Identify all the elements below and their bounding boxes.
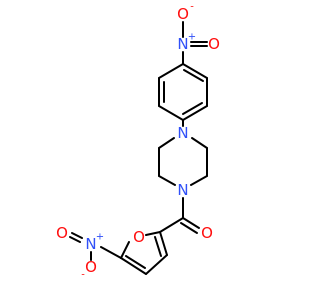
atom-labels: O - N + O N N O O O N + O - [56, 2, 220, 281]
bond-benzene-4 [158, 105, 184, 121]
bond-pip-3 [190, 175, 208, 186]
atom-top-nitro-o-right: O [208, 35, 220, 53]
bond-pip-6 [158, 137, 175, 149]
bond-benzene-3-inner [182, 102, 203, 115]
bond-furan-o-c2 [145, 231, 161, 236]
bond-furan-c4-c5-inner [125, 255, 146, 269]
bond-furan-c5-o [120, 241, 130, 259]
bond-furan-c5-nitro-n [100, 246, 122, 259]
bond-benzene-1 [182, 63, 208, 79]
bond-furan-c2-c3-inner [154, 236, 162, 257]
molecule-diagram: O - N + O N N O O O N + O - [56, 2, 220, 281]
charge-top-nitro-o-up: - [190, 2, 194, 13]
atom-piperazine-n-bottom: N [177, 181, 188, 199]
atom-furan-o: O [133, 228, 145, 246]
atom-top-nitro-o-up: O [177, 5, 189, 23]
bond-benzene-6 [158, 63, 184, 79]
charge-bottom-nitro-o-down: - [81, 270, 85, 281]
bond-furan-c3-c4 [145, 254, 168, 275]
bond-benzene-1-inner [183, 69, 204, 82]
atom-bottom-nitro-n: N [85, 235, 96, 253]
atom-carbonyl-o: O [201, 224, 213, 242]
atom-top-nitro-n: N [177, 35, 188, 53]
bond-nitro-n-o-left-1 [71, 232, 83, 239]
bond-carbonyl-o-1 [182, 217, 200, 229]
molecule-structure: O - N + O N N O O O N + O - [56, 2, 220, 281]
bond-furan-c2-c3 [159, 231, 168, 256]
atom-piperazine-n-top: N [177, 124, 188, 142]
bond-nitro-n-o-left-2 [69, 236, 81, 243]
bond-furan-c4-c5 [120, 257, 147, 275]
atom-bottom-nitro-o-down: O [85, 258, 97, 276]
bond-carbonyl-o-2 [180, 222, 198, 234]
atom-bottom-nitro-o-left: O [56, 224, 68, 242]
charge-bottom-nitro-n: + [96, 232, 104, 243]
charge-top-nitro-n: + [188, 32, 196, 43]
bonds [69, 21, 208, 275]
bond-pip-1 [191, 137, 208, 149]
bond-carbonyl-to-furan [159, 217, 184, 233]
bond-pip-4 [158, 175, 176, 186]
bond-benzene-3 [182, 105, 208, 121]
